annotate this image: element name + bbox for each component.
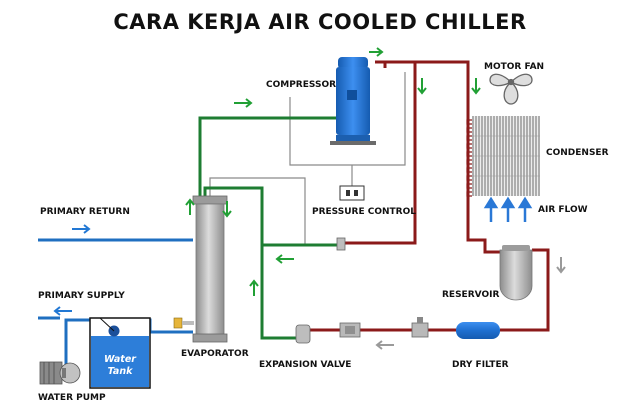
primary-return-label: PRIMARY RETURN	[40, 207, 130, 217]
arrow-right-icon	[369, 47, 384, 57]
reservoir-label: RESERVOIR	[442, 290, 500, 300]
hot-lines	[308, 60, 550, 332]
water-tank-label-line2: Tank	[108, 366, 134, 377]
solenoid-valve	[339, 322, 361, 338]
flow-arrows	[53, 47, 566, 350]
arrow-left-icon	[375, 340, 394, 350]
evaporator-feed-line	[203, 186, 300, 340]
hot-bypass-line	[345, 62, 417, 245]
air-flow-label: AIR FLOW	[538, 205, 588, 215]
arrow-left-icon	[53, 306, 72, 316]
pressure-control-switch	[339, 185, 365, 201]
water-pump-label: WATER PUMP	[38, 393, 106, 403]
arrow-up-icon	[249, 279, 259, 296]
compressor-label: COMPRESSOR	[266, 80, 337, 90]
water-tank	[89, 317, 151, 389]
arrow-up-icon	[185, 198, 195, 215]
arrow-down-icon	[417, 78, 427, 95]
air-flow-up-arrow-icon	[517, 196, 533, 222]
diagram-title: CARA KERJA AIR COOLED CHILLER	[113, 10, 527, 34]
expansion-valve-label: EXPANSION VALVE	[259, 360, 352, 370]
discharge-line	[375, 60, 500, 254]
condenser-label: CONDENSER	[546, 148, 609, 158]
liquid-line-right	[500, 248, 550, 332]
pressure-control-label: PRESSURE CONTROL	[312, 207, 416, 217]
evaporator	[173, 195, 228, 343]
reservoir-tank	[499, 245, 533, 301]
dry-filter	[456, 322, 500, 339]
arrow-down-icon	[222, 201, 232, 218]
motor-fan-label: MOTOR FAN	[484, 62, 545, 72]
water-tank-label-line1: Water	[104, 354, 137, 365]
suction-line	[198, 116, 337, 197]
condenser-coil	[466, 116, 540, 197]
motor-fan-icon	[489, 73, 533, 105]
air-flow-arrows	[483, 196, 533, 222]
control-lines	[209, 72, 406, 245]
arrow-left-icon	[275, 254, 294, 264]
arrow-right-icon	[234, 98, 253, 108]
air-flow-up-arrow-icon	[500, 196, 516, 222]
arrow-down-icon	[556, 257, 566, 274]
control-line-compressor	[289, 72, 406, 166]
expansion-valve-body	[295, 324, 311, 344]
evaporator-label: EVAPORATOR	[181, 349, 249, 359]
cold-lines	[198, 116, 338, 340]
water-pump	[39, 361, 81, 385]
air-flow-up-arrow-icon	[483, 196, 499, 222]
sight-glass-valve	[411, 317, 429, 338]
arrow-down-icon	[471, 78, 481, 95]
arrow-right-icon	[72, 224, 91, 234]
equalizer-valve	[336, 237, 346, 251]
dry-filter-label: DRY FILTER	[452, 360, 509, 370]
primary-supply-label: PRIMARY SUPPLY	[38, 291, 125, 301]
compressor	[330, 57, 376, 145]
